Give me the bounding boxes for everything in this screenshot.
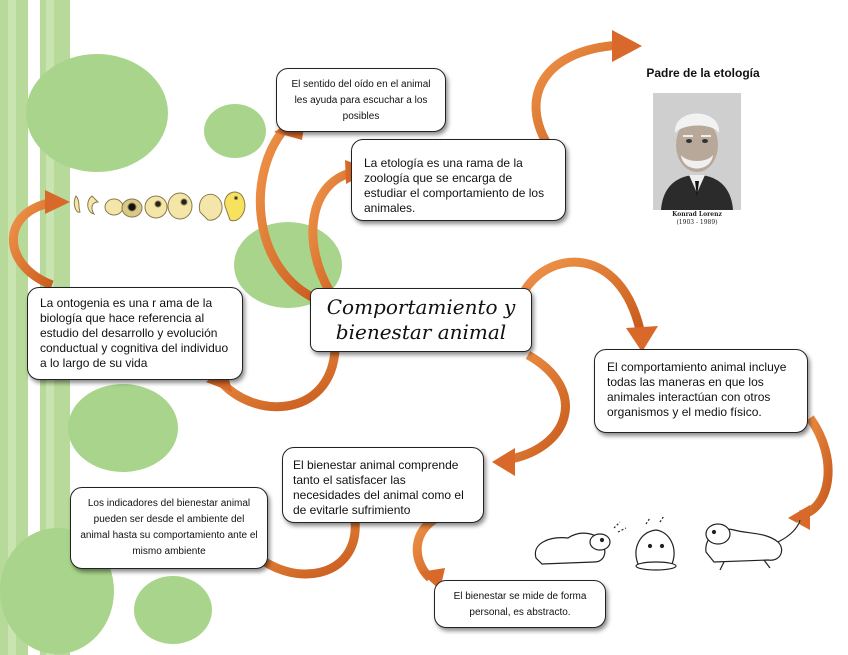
mide-text: El bienestar se mide de forma personal, … bbox=[445, 589, 595, 621]
portrait-illustration bbox=[653, 93, 741, 210]
indicadores-text: Los indicadores del bienestar animal pue… bbox=[79, 496, 259, 560]
etologia-box: La etología es una rama de la zoología q… bbox=[351, 139, 566, 221]
portrait-years: (1903 - 1989) bbox=[653, 219, 741, 227]
arrow-to-padre bbox=[536, 45, 620, 145]
central-title-box: Comportamiento y bienestar animal bbox=[310, 288, 532, 352]
etologia-text: La etología es una rama de la zoología q… bbox=[364, 156, 555, 216]
konrad-lorenz-portrait bbox=[653, 93, 741, 210]
comportamiento-text: El comportamiento animal incluye todas l… bbox=[607, 360, 797, 420]
arrow-to-oido bbox=[260, 125, 318, 300]
arrow-to-dogs bbox=[800, 418, 828, 515]
embryo-sequence-illustration bbox=[70, 182, 250, 228]
central-title-line2: bienestar animal bbox=[311, 320, 531, 345]
comportamiento-box: El comportamiento animal incluye todas l… bbox=[594, 349, 808, 433]
arrow-to-bienestar bbox=[505, 355, 565, 460]
ontogenia-box: La ontogenia es una r ama de la biología… bbox=[27, 287, 243, 380]
bienestar-box: El bienestar animal comprende tanto el s… bbox=[282, 447, 484, 523]
ontogenia-text: La ontogenia es una r ama de la biología… bbox=[40, 296, 232, 371]
bienestar-text: El bienestar animal comprende tanto el s… bbox=[293, 458, 475, 518]
indicadores-box: Los indicadores del bienestar animal pue… bbox=[70, 487, 268, 569]
padre-title: Padre de la etología bbox=[628, 66, 778, 80]
arrow-to-etologia bbox=[313, 172, 355, 292]
portrait-name: Konrad Lorenz bbox=[653, 211, 741, 219]
arrow-to-embryos bbox=[13, 202, 55, 285]
arrow-to-comportamiento bbox=[525, 262, 640, 330]
oido-box: El sentido del oído en el animal les ayu… bbox=[276, 68, 446, 132]
oido-text: El sentido del oído en el animal les ayu… bbox=[287, 77, 435, 125]
dogs-illustration bbox=[528, 508, 808, 572]
central-title-line1: Comportamiento y bbox=[311, 295, 531, 320]
mide-box: El bienestar se mide de forma personal, … bbox=[434, 580, 606, 628]
